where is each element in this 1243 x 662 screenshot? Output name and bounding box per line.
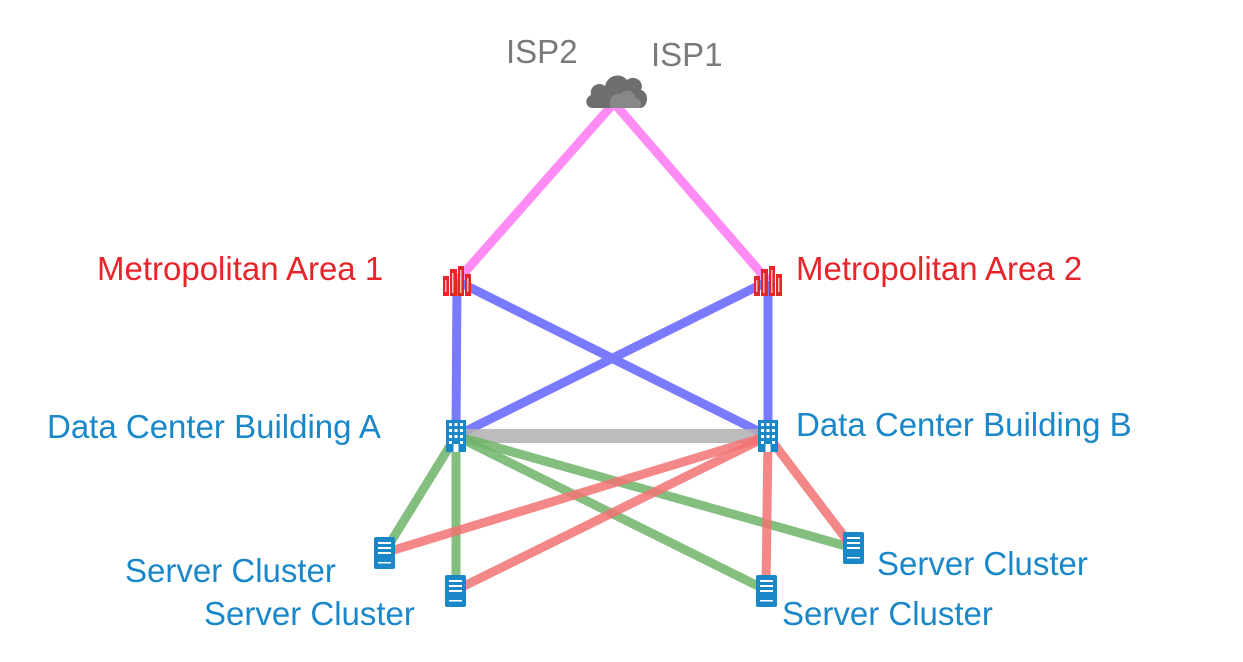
server-cluster-4-label: Server Cluster (877, 545, 1088, 582)
server-icon (445, 575, 466, 607)
server-cluster-2-label: Server Cluster (204, 595, 415, 632)
link-dc_b-cluster3 (761, 435, 773, 591)
server-cluster-3-node (756, 575, 777, 607)
isp2-label: ISP2 (506, 33, 578, 70)
data-center-b-node (758, 420, 778, 452)
server-cluster-4-node (843, 532, 864, 564)
city-icon (754, 266, 782, 296)
metro-area-2-node (754, 266, 782, 296)
city-icon (443, 266, 471, 296)
data-center-a-label: Data Center Building A (47, 408, 381, 445)
link-cloud-metro1 (453, 100, 618, 284)
data-center-b-label: Data Center Building B (796, 406, 1132, 443)
data-center-a-node (446, 420, 466, 452)
link-dc_b-cluster2 (454, 431, 770, 595)
link-metro1-dc_a (451, 280, 462, 437)
link-dc_b-cluster1 (382, 431, 770, 558)
building-icon (758, 420, 778, 452)
link-metro2-dc_a (453, 276, 771, 441)
isp-cloud-node (583, 68, 651, 110)
link-cloud-metro2 (610, 100, 772, 284)
metro-area-1-node (443, 266, 471, 296)
server-cluster-1-node (374, 537, 395, 569)
metro-area-1-label: Metropolitan Area 1 (97, 250, 384, 287)
link-dc_a-cluster1 (380, 433, 460, 556)
server-icon (843, 532, 864, 564)
building-icon (446, 420, 466, 452)
server-icon (756, 575, 777, 607)
server-cluster-2-node (445, 575, 466, 607)
cloud-icon (586, 75, 647, 108)
link-dc_b-cluster4 (764, 433, 857, 551)
metro-area-2-label: Metropolitan Area 2 (796, 250, 1083, 287)
server-cluster-3-label: Server Cluster (782, 595, 993, 632)
server-icon (374, 537, 395, 569)
isp1-label: ISP1 (651, 36, 723, 73)
server-cluster-1-label: Server Cluster (125, 552, 336, 589)
